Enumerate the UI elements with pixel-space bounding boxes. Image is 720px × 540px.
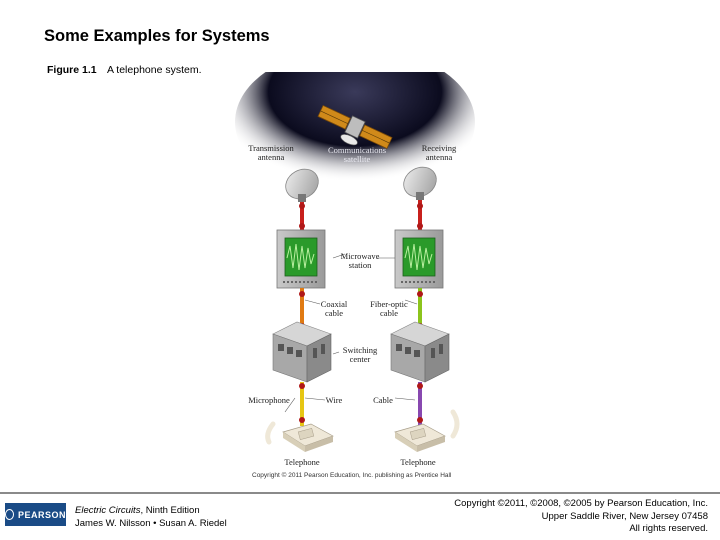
transmission-antenna-label: Transmission antenna [248,143,294,162]
left-telephone-label: Telephone [284,457,320,467]
copyright-line: Upper Saddle River, New Jersey 07458 [541,510,708,522]
left-antenna-pole [300,202,304,230]
book-authors: James W. Nilsson • Susan A. Riedel [75,518,227,529]
book-edition: , Ninth Edition [140,505,200,516]
footer-copyright: Copyright ©2011, ©2008, ©2005 by Pearson… [454,498,708,536]
logo-text: PEARSON [17,509,66,520]
coaxial-cable-label: Coaxial cable [320,299,348,318]
left-chain [265,168,334,452]
right-telephone-label: Telephone [400,457,436,467]
transmission-antenna-icon [285,168,319,202]
figure-caption: Figure 1.1 A telephone system. [47,64,202,76]
footer-divider [0,492,720,494]
switching-center-label: Switching center [342,345,378,364]
receiving-antenna-label: Receiving antenna [421,143,457,162]
microwave-station-label: Microwave station [340,251,380,270]
coaxial-cable-line [300,288,304,330]
figure-caption-text: A telephone system. [106,64,202,76]
right-switching-center-icon [390,321,450,383]
telephone-system-illustration [235,72,475,452]
satellite-icon [317,104,393,150]
fiber-optic-cable-line [418,288,422,330]
right-telephone-icon [394,409,460,452]
copyright-line: Copyright ©2011, ©2008, ©2005 by Pearson… [454,498,708,509]
cable-label: Cable [373,395,393,405]
receiving-antenna-icon [403,166,437,200]
telephone-system-figure: Transmission antenna Communications sate… [235,72,475,484]
pearson-mark-icon [5,509,14,520]
figure-number: Figure 1.1 [47,64,97,76]
right-antenna-pole [418,200,422,230]
leader-lines [284,253,418,413]
wire-line [300,382,304,426]
left-telephone-icon [265,421,334,452]
right-microwave-station-icon [394,229,444,289]
wire-label: Wire [325,395,343,405]
right-chain [390,166,460,452]
cable-line [418,382,422,426]
figure-copyright-note: Copyright © 2011 Pearson Education, Inc.… [252,472,452,479]
left-microwave-station-icon [276,229,326,289]
publisher-logo: PEARSON [5,503,66,526]
copyright-line: All rights reserved. [629,523,708,534]
slide-title: Some Examples for Systems [44,27,270,45]
fiber-optic-cable-label: Fiber-optic cable [370,299,408,318]
book-title: Electric Circuits [75,505,141,516]
microphone-label: Microphone [248,395,290,405]
left-switching-center-icon [272,321,332,383]
book-info: Electric Circuits, Ninth Edition James W… [75,504,227,530]
communications-satellite-label: Communications satellite [327,145,387,164]
